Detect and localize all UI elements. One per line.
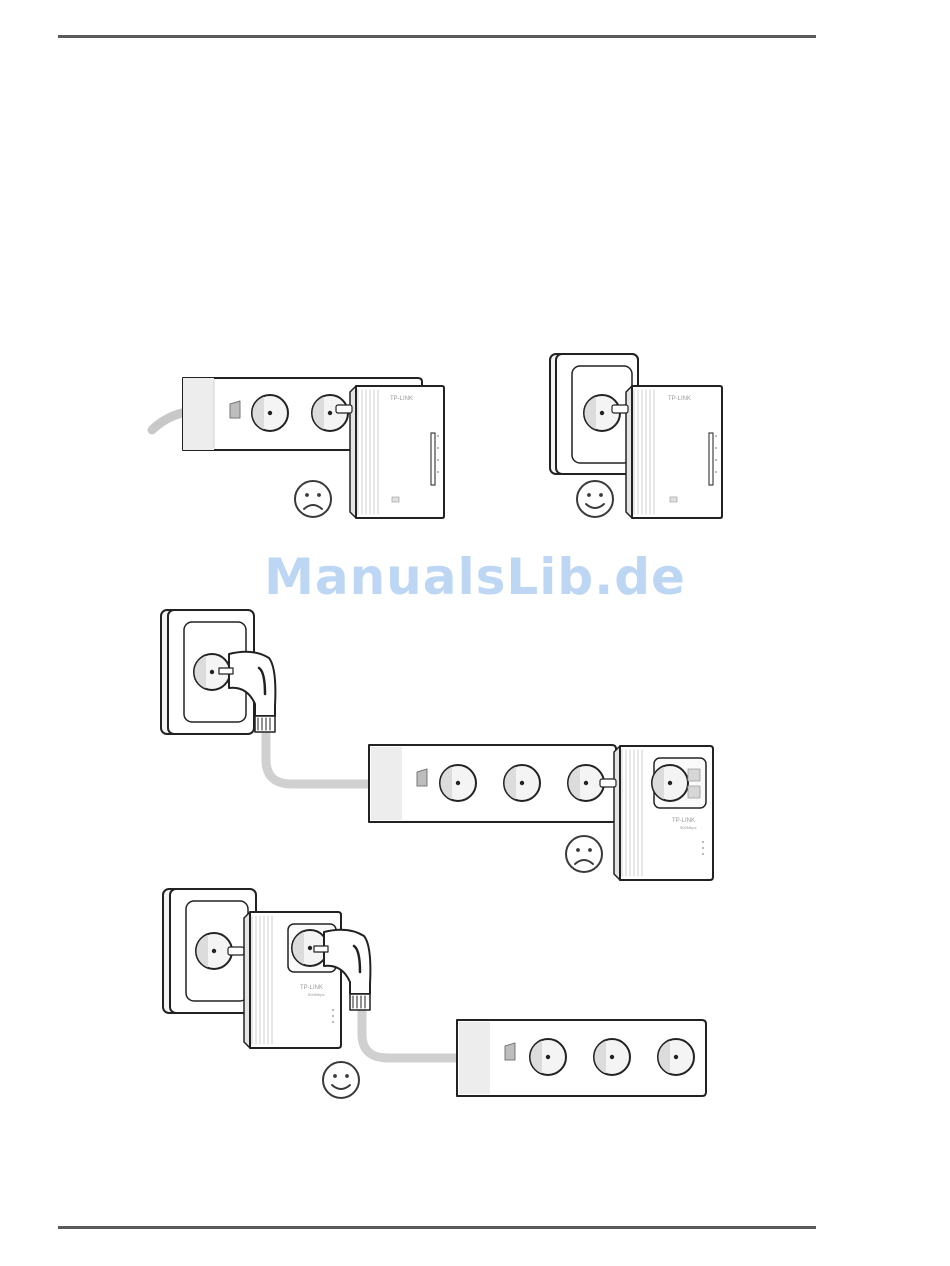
smiley-face-icon xyxy=(577,481,613,517)
brand-label: TP-LINK xyxy=(300,985,323,991)
power-strip xyxy=(457,1020,706,1096)
wifi-powerline-adapter: TP-LINK xyxy=(336,386,444,518)
passthrough-powerline-adapter: TP-LINK 500Mbps xyxy=(600,746,713,880)
watermark: ManualsLib.de xyxy=(0,548,950,606)
wall-socket xyxy=(163,889,256,1013)
brand-label: TP-LINK xyxy=(672,818,695,824)
scene-strip-plugged-into-adapter: TP-LINK 500Mbps xyxy=(163,889,706,1098)
footer-rule xyxy=(58,1226,816,1229)
scene-adapter-in-wall-socket: TP-LINK xyxy=(550,354,722,518)
wifi-powerline-adapter: TP-LINK xyxy=(612,386,722,518)
sad-face-icon xyxy=(566,836,602,872)
sad-face-icon xyxy=(295,481,331,517)
scene-passthrough-adapter-on-strip: TP-LINK 500Mbps xyxy=(161,610,713,880)
scene-adapter-in-power-strip: TP-LINK xyxy=(152,378,444,518)
model-label: 500Mbps xyxy=(308,992,324,997)
smiley-face-icon xyxy=(323,1062,359,1098)
brand-label: TP-LINK xyxy=(668,396,691,402)
wall-socket xyxy=(550,354,638,474)
model-label: 500Mbps xyxy=(680,825,696,830)
power-strip xyxy=(369,745,616,822)
brand-label: TP-LINK xyxy=(390,396,413,402)
